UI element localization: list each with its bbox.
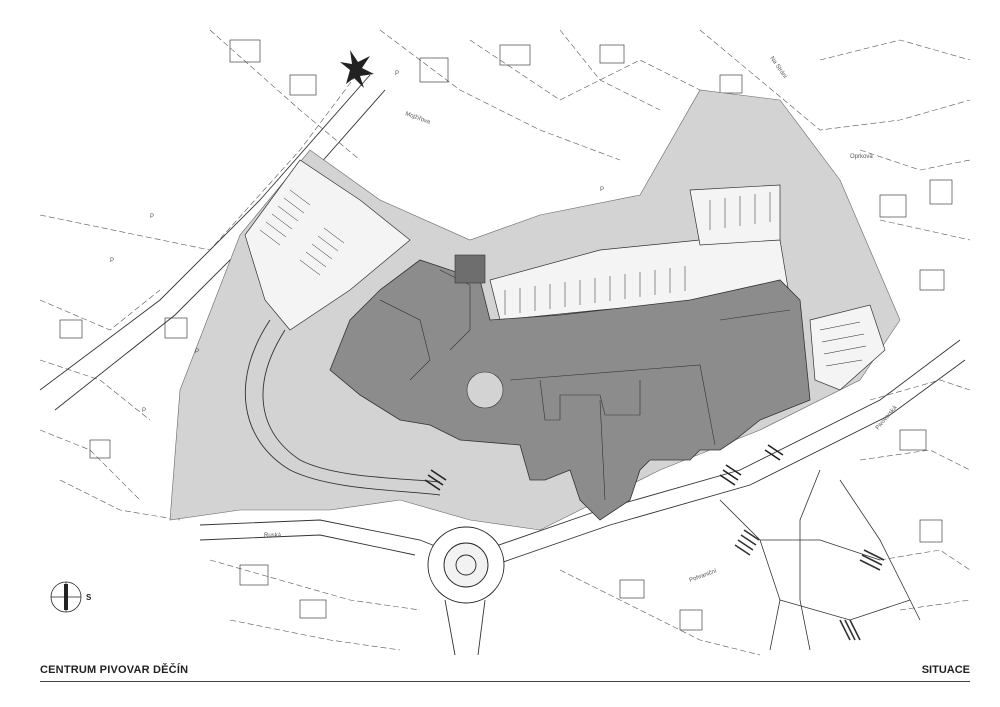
parking-symbol-4: P <box>600 187 604 193</box>
street-label-pohranicni: Pohraniční <box>689 568 718 584</box>
intersection <box>719 469 921 651</box>
access-road <box>244 319 441 496</box>
main-road <box>39 74 966 571</box>
parking-symbol-6: P <box>195 349 199 355</box>
street-label-oprkova: Oprkova <box>850 154 873 160</box>
north-arrow-label: S <box>86 593 92 602</box>
parking-symbols: P P P P P P <box>110 71 604 414</box>
bridge-symbol <box>340 50 374 88</box>
street-label-na-strani: Na Stráni <box>768 56 787 80</box>
south-road <box>444 599 486 656</box>
parking-symbol-3: P <box>395 71 399 77</box>
crosswalks <box>424 444 784 491</box>
access-road-inner <box>262 329 441 483</box>
street-label-mojzirova: Mojžířova <box>404 111 431 126</box>
parking-symbol-1: P <box>150 214 154 220</box>
roundabout <box>427 526 505 604</box>
cadastral-lines <box>39 29 971 656</box>
surrounding-buildings <box>59 39 953 631</box>
sheet-title: SITUACE <box>921 664 970 676</box>
parking-symbol-5: P <box>142 408 146 414</box>
parking-stalls <box>259 189 867 367</box>
building-partitions <box>379 254 791 501</box>
title-rule <box>40 681 970 682</box>
title-block: CENTRUM PIVOVAR DĚČÍN SITUACE <box>40 664 970 684</box>
street-label-ruska: Ruská <box>264 533 282 539</box>
parking-symbol-2: P <box>110 258 114 264</box>
street-label-pivovarska: Pivovarská <box>875 404 899 431</box>
project-title: CENTRUM PIVOVAR DĚČÍN <box>40 664 189 676</box>
main-building <box>329 259 811 521</box>
north-arrow: S <box>50 581 92 613</box>
